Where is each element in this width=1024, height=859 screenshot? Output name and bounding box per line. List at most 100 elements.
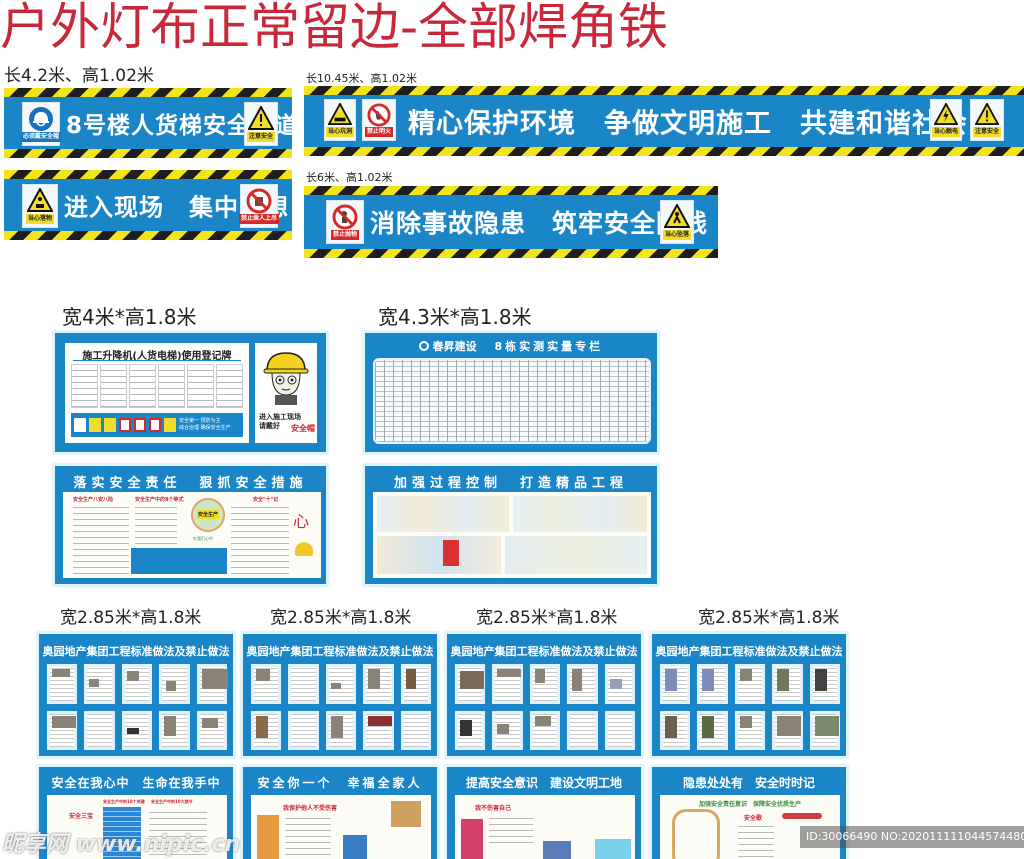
board-title: 奥园地产集团工程标准做法及禁止做法 bbox=[450, 645, 638, 658]
hazard-stripe bbox=[4, 231, 292, 240]
measurement-title: 8栋实测实量专栏 bbox=[494, 340, 604, 353]
prohibition-icon bbox=[246, 188, 272, 214]
decorated-frame bbox=[672, 809, 720, 859]
brand-logo-icon bbox=[418, 341, 429, 351]
banner-protect-environment: 当心坑洞 禁止明火 精心保护环境 争做文明施工 共建和谐社会 当心触电 注意安全 bbox=[304, 86, 1024, 156]
red-header-bar bbox=[782, 813, 822, 819]
board-standard-practice-4: 奥园地产集团工程标准做法及禁止做法 bbox=[650, 632, 848, 758]
sign-no-throwing: 禁止抛物 bbox=[326, 200, 364, 244]
text-block bbox=[149, 807, 207, 859]
document-grid bbox=[660, 664, 840, 750]
hazard-stripe bbox=[304, 249, 718, 258]
no-throwing-icon bbox=[332, 204, 358, 230]
document-page bbox=[47, 664, 78, 704]
warning-sign-icon bbox=[164, 418, 176, 432]
sign-label: 当心落物 bbox=[25, 214, 54, 224]
falling-object-icon bbox=[27, 188, 53, 212]
document-grid bbox=[251, 664, 431, 750]
document-page bbox=[529, 710, 561, 750]
helmet-icon bbox=[29, 107, 53, 131]
column-installers bbox=[129, 364, 156, 408]
brand-name: 春昇建设 bbox=[432, 340, 477, 353]
document-page bbox=[400, 710, 431, 750]
watermark-logo: 昵享网 www.nipic.cn bbox=[2, 832, 241, 857]
divider bbox=[73, 360, 241, 361]
sign-label: 禁止乘人上吊 bbox=[239, 214, 280, 224]
section-heading: 加强安全责任意识 保障安全优质生产 bbox=[698, 801, 801, 808]
document-page bbox=[697, 664, 728, 704]
sign-label: 禁止明火 bbox=[365, 127, 394, 137]
sign-caution: 注意安全 bbox=[244, 102, 278, 146]
blue-list-block bbox=[103, 807, 141, 859]
watermark-id: ID:30066490 NO:20201111104457448000 bbox=[800, 826, 1024, 848]
board-process-control: 加强过程控制 打造精品工程 bbox=[363, 464, 659, 586]
banner-elevator-passage: 必须戴安全帽 8号楼人货梯安全通道 注意安全 bbox=[4, 88, 292, 158]
sign-label: 注意安全 bbox=[973, 127, 1002, 137]
document-page bbox=[47, 710, 78, 750]
sign-helmet-required: 必须戴安全帽 bbox=[21, 102, 62, 146]
warning-sign-icon bbox=[104, 418, 116, 432]
no-fire-icon bbox=[367, 103, 391, 127]
size-label-2-85m: 宽2.85米*高1.8米 bbox=[270, 608, 412, 628]
text-block bbox=[285, 815, 331, 855]
board-safety-awareness: 提高安全意识 建设文明工地 我不伤害自己 bbox=[445, 765, 643, 859]
column-user bbox=[100, 364, 127, 408]
cartoon-illustration bbox=[543, 841, 571, 859]
cartoon-illustration bbox=[461, 819, 483, 859]
board-title: 安全在我心中 生命在我手中 bbox=[51, 776, 221, 790]
board-elevator-registration: 施工升降机(人货电梯)使用登记牌 安全第一 预防为主综合治理 确保安全生产 bbox=[53, 331, 328, 454]
size-label-4-3m-board: 宽4.3米*高1.8米 bbox=[378, 305, 532, 329]
board-measurement: 春昇建设 8栋实测实量专栏 bbox=[363, 331, 659, 454]
board-title: 奥园地产集团工程标准做法及禁止做法 bbox=[42, 645, 230, 658]
section-heading: 安全生产中的8个等式 bbox=[135, 497, 184, 503]
document-page bbox=[529, 664, 561, 704]
sign-no-riding-hoist: 禁止乘人上吊 bbox=[239, 184, 280, 228]
document-page bbox=[363, 664, 394, 704]
document-page bbox=[251, 664, 282, 704]
document-page bbox=[604, 710, 635, 750]
process-illustrations bbox=[505, 536, 647, 574]
cartoon-illustration bbox=[257, 815, 279, 859]
process-illustrations bbox=[513, 496, 647, 532]
board-title: 奥园地产集团工程标准做法及禁止做法 bbox=[655, 645, 843, 658]
helmet-mascot-icon bbox=[263, 352, 309, 405]
board-safety-in-heart: 安全在我心中 生命在我手中 安全三宝 安全生产中的10个关键 安全生产中的10大… bbox=[37, 765, 235, 859]
cartoon-illustration bbox=[343, 835, 367, 859]
sign-label: 当心坑洞 bbox=[326, 127, 355, 137]
helmet-label: 安全帽 bbox=[291, 424, 315, 433]
document-page bbox=[251, 710, 282, 750]
size-label-2-85m: 宽2.85米*高1.8米 bbox=[476, 608, 618, 628]
section-heading: 安全"十"记 bbox=[253, 497, 279, 503]
section-heading: 我保护他人不受伤害 bbox=[283, 805, 338, 812]
board-standard-practice-1: 奥园地产集团工程标准做法及禁止做法 bbox=[37, 632, 235, 758]
section-heading: 安全生产八安八险 bbox=[73, 497, 114, 503]
document-page bbox=[455, 710, 486, 750]
hazard-stripe bbox=[304, 147, 1024, 156]
hazard-stripe bbox=[304, 186, 718, 195]
measurement-header: 春昇建设 8栋实测实量专栏 bbox=[365, 338, 657, 354]
column-responsibility bbox=[216, 364, 243, 408]
column-maintenance bbox=[158, 364, 185, 408]
process-illustrations bbox=[377, 496, 509, 532]
section-heading: 安全生产中的10大禁令 bbox=[151, 799, 193, 804]
text-block bbox=[489, 813, 533, 843]
document-page bbox=[697, 710, 728, 750]
measurement-table bbox=[373, 358, 651, 444]
helmet-mascot-icon bbox=[295, 542, 313, 556]
sign-no-open-flame: 禁止明火 bbox=[362, 99, 396, 141]
safety-slogans: 安全第一 预防为主综合治理 确保安全生产 bbox=[179, 418, 231, 431]
document-page bbox=[325, 710, 357, 750]
sign-label: 注意安全 bbox=[247, 132, 276, 142]
document-page bbox=[734, 710, 766, 750]
registration-title: 施工升降机(人货电梯)使用登记牌 bbox=[82, 351, 232, 362]
sign-label: 禁止抛物 bbox=[330, 230, 359, 240]
fall-hazard-icon bbox=[664, 204, 690, 228]
document-page bbox=[772, 710, 803, 750]
document-page bbox=[196, 664, 228, 704]
duty-panel: 安全生产八安八险 安全生产中的8个等式 安全生产 在我们心中 安全"十"记 心 bbox=[63, 492, 321, 578]
section-heading: 安全三宝 bbox=[69, 813, 94, 820]
content-panel: 我不伤害自己 bbox=[455, 795, 635, 859]
registration-panel: 施工升降机(人货电梯)使用登记牌 安全第一 预防为主综合治理 确保安全生产 bbox=[65, 343, 249, 443]
prohibition-sign-icon bbox=[119, 418, 131, 432]
document-page bbox=[809, 710, 840, 750]
